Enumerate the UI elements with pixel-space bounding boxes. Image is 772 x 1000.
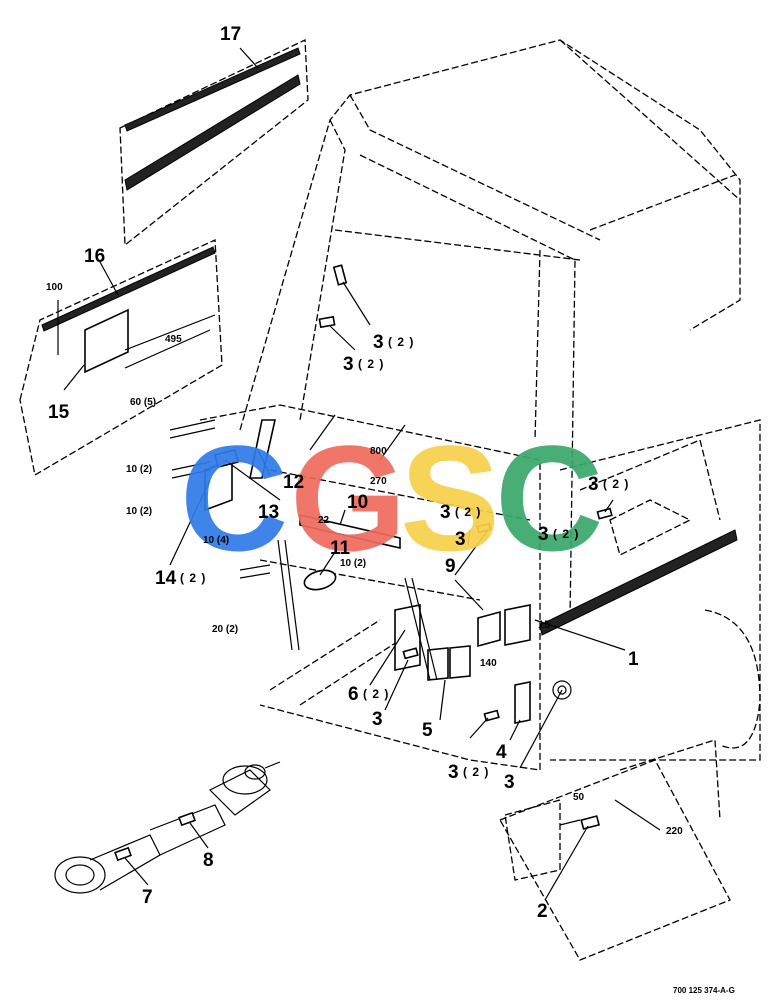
decal-7 (114, 846, 132, 862)
dim-10-c: 10 (4) (203, 535, 229, 546)
decal-2 (580, 815, 601, 830)
qty-3-b: ( 2 ) (358, 357, 384, 371)
dimension-values: 100 495 60 (5) 10 (2) 10 (2) 800 270 22 … (46, 282, 683, 837)
qty-14: ( 2 ) (180, 571, 206, 585)
callout-17: 17 (220, 24, 241, 45)
baler-body (199, 39, 761, 771)
dim-495: 495 (165, 334, 182, 345)
qty-3-c: ( 2 ) (455, 505, 481, 519)
callout-3-h: 3 (448, 762, 459, 783)
dim-50: 50 (573, 792, 585, 803)
decal-8 (178, 811, 196, 827)
decal-13 (214, 449, 239, 468)
qty-3-f: ( 2 ) (553, 527, 579, 541)
decal-3-mid (318, 315, 336, 329)
callouts: 17 16 15 3 ( 2 ) 3 ( 2 ) 12 13 10 11 14 … (48, 24, 639, 922)
callout-3-g: 3 (372, 709, 383, 730)
callout-14: 14 (155, 568, 177, 589)
callout-3-a: 3 (373, 332, 384, 353)
dim-270: 270 (370, 476, 387, 487)
shield-panel-16 (19, 239, 223, 477)
callout-7: 7 (142, 887, 153, 908)
callout-3-f: 3 (538, 524, 549, 545)
dim-10-d: 10 (2) (340, 558, 366, 569)
leader-lines (63, 47, 626, 901)
decal-15-right (504, 604, 531, 646)
decal-3-right (596, 507, 613, 520)
dim-800: 800 (370, 446, 387, 457)
decal-4 (514, 681, 531, 724)
shield-panel-17 (119, 38, 309, 247)
decal-15-left (84, 308, 129, 374)
watermark-letter-4: C (495, 414, 603, 582)
decal-12 (249, 419, 276, 479)
decal-9 (477, 610, 501, 648)
decal-5-a (427, 647, 449, 681)
callout-3-b: 3 (343, 354, 354, 375)
callout-13: 13 (258, 502, 279, 523)
callout-9: 9 (445, 556, 456, 577)
dim-10-a: 10 (2) (126, 464, 152, 475)
pto-driveshaft (54, 761, 281, 894)
callout-3-i: 3 (504, 772, 515, 793)
callout-2: 2 (537, 901, 548, 922)
callout-3-d: 3 (455, 529, 466, 550)
watermark-letter-3: S (400, 414, 500, 582)
decal-10 (299, 513, 401, 550)
callout-1: 1 (628, 649, 639, 670)
dim-220: 220 (666, 826, 683, 837)
qty-6: ( 2 ) (363, 687, 389, 701)
callout-6: 6 (348, 684, 359, 705)
callout-3-c: 3 (440, 502, 451, 523)
watermark-letter-2: G (290, 414, 407, 582)
callout-4: 4 (496, 742, 507, 763)
decal-11 (303, 569, 337, 591)
qty-3-e: ( 2 ) (603, 477, 629, 491)
dim-10-b: 10 (2) (126, 506, 152, 517)
dim-140: 140 (480, 658, 497, 669)
qty-3-a: ( 2 ) (388, 335, 414, 349)
callout-5: 5 (422, 720, 433, 741)
dim-22: 22 (318, 515, 330, 526)
dim-60: 60 (5) (130, 397, 156, 408)
qty-3-h: ( 2 ) (463, 765, 489, 779)
decal-5-b (449, 645, 471, 679)
callout-11: 11 (330, 538, 351, 559)
gearbox-shaft (552, 680, 572, 700)
dimension-lines (124, 329, 661, 831)
callout-12: 12 (283, 472, 304, 493)
callout-15-right: 15 (538, 619, 550, 631)
callout-3-e: 3 (588, 474, 599, 495)
decals (204, 264, 613, 724)
decal-3-upper (332, 264, 348, 286)
callout-16: 16 (84, 246, 105, 267)
callout-8: 8 (203, 850, 214, 871)
dim-20: 20 (2) (212, 624, 238, 635)
decal-3-near-6 (402, 647, 419, 660)
figure-id: 700 125 374-A-G (673, 986, 735, 995)
callout-10: 10 (347, 492, 368, 513)
dim-100: 100 (46, 282, 63, 293)
watermark: C G S C (180, 414, 603, 582)
watermark-letter-1: C (180, 414, 288, 582)
callout-15-left: 15 (48, 402, 70, 423)
hitch-assembly (499, 739, 731, 961)
